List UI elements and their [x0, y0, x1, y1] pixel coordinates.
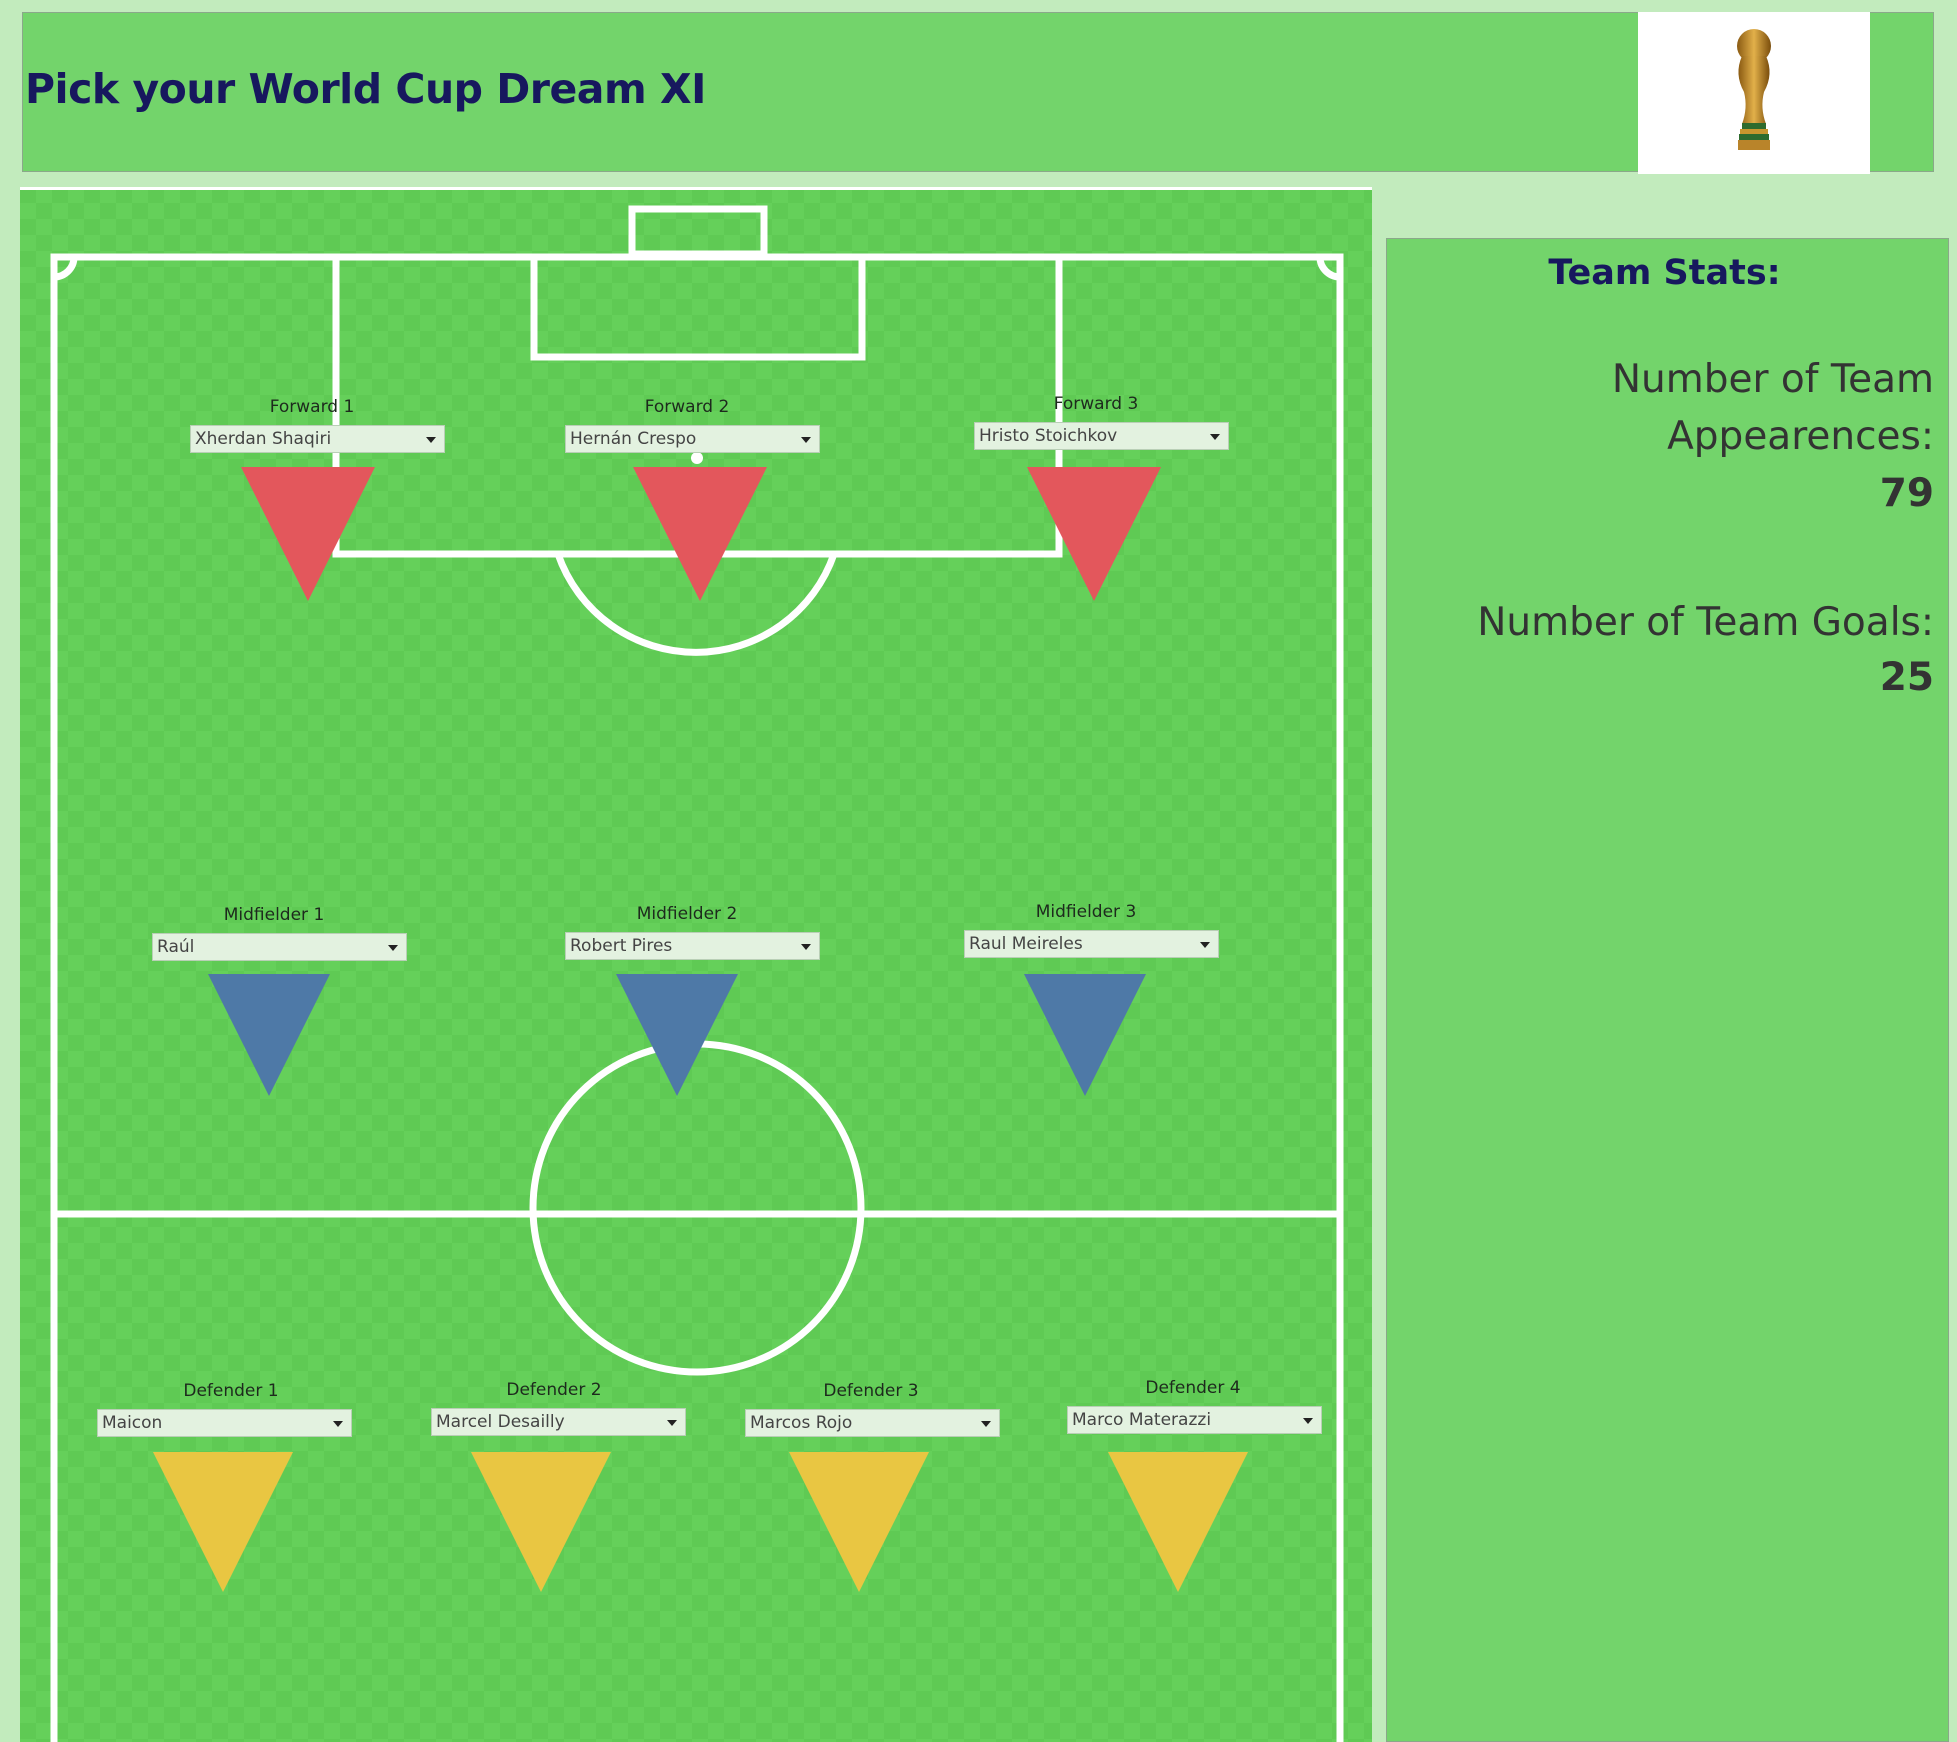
- midfielder-marker-4[interactable]: [208, 974, 330, 1096]
- logo-container: [1638, 12, 1870, 174]
- page-title: Pick your World Cup Dream XI: [25, 65, 706, 113]
- midfielder-3-select[interactable]: Raul Meireles: [964, 930, 1219, 958]
- chevron-down-icon: [1303, 1418, 1313, 1424]
- defender-1-label: Defender 1: [183, 1381, 279, 1401]
- team-stats-panel: Team Stats: Number of Team Appearences: …: [1386, 238, 1949, 1742]
- chevron-down-icon: [426, 437, 436, 443]
- defender-marker-8[interactable]: [471, 1452, 611, 1592]
- chevron-down-icon: [801, 944, 811, 950]
- forward-1-value: Xherdan Shaqiri: [195, 429, 332, 449]
- midfielder-marker-5[interactable]: [616, 974, 738, 1096]
- defender-4-select[interactable]: Marco Materazzi: [1067, 1406, 1322, 1434]
- team-stats-title: Team Stats:: [1548, 253, 1781, 293]
- defender-marker-7[interactable]: [153, 1452, 293, 1592]
- defender-2-label: Defender 2: [506, 1380, 602, 1400]
- defender-3-value: Marcos Rojo: [750, 1413, 853, 1433]
- chevron-down-icon: [981, 1421, 991, 1427]
- pitch-markings: [20, 187, 1372, 1742]
- chevron-down-icon: [667, 1420, 677, 1426]
- defender-4-label: Defender 4: [1145, 1378, 1241, 1398]
- chevron-down-icon: [388, 945, 398, 951]
- chevron-down-icon: [1210, 434, 1220, 440]
- defender-marker-10[interactable]: [1108, 1452, 1248, 1592]
- forward-marker-3[interactable]: [1027, 467, 1161, 601]
- midfielder-2-value: Robert Pires: [570, 936, 673, 956]
- midfielder-3-label: Midfielder 3: [1035, 902, 1137, 922]
- chevron-down-icon: [801, 437, 811, 443]
- appearances-label: Number of Team Appearences:: [1611, 357, 1934, 459]
- football-pitch: Forward 1 Xherdan Shaqiri Forward 2 Hern…: [20, 187, 1372, 1742]
- defender-2-select[interactable]: Marcel Desailly: [431, 1408, 686, 1436]
- forward-3-select[interactable]: Hristo Stoichkov: [974, 422, 1229, 450]
- defender-3-select[interactable]: Marcos Rojo: [745, 1409, 1000, 1437]
- midfielder-2-label: Midfielder 2: [636, 904, 738, 924]
- goals-value: 25: [1879, 655, 1934, 700]
- midfielder-1-label: Midfielder 1: [223, 905, 325, 925]
- forward-3-value: Hristo Stoichkov: [979, 426, 1118, 446]
- defender-marker-9[interactable]: [789, 1452, 929, 1592]
- midfielder-marker-6[interactable]: [1024, 974, 1146, 1096]
- forward-1-select[interactable]: Xherdan Shaqiri: [190, 425, 445, 453]
- forward-2-value: Hernán Crespo: [570, 429, 697, 449]
- forward-marker-1[interactable]: [241, 467, 375, 601]
- appearances-value: 79: [1879, 471, 1934, 516]
- forward-2-label: Forward 2: [644, 397, 730, 417]
- defender-3-label: Defender 3: [823, 1381, 919, 1401]
- defender-1-value: Maicon: [102, 1413, 163, 1433]
- defender-1-select[interactable]: Maicon: [97, 1409, 352, 1437]
- chevron-down-icon: [333, 1421, 343, 1427]
- midfielder-1-value: Raúl: [157, 937, 195, 957]
- forward-1-label: Forward 1: [269, 397, 355, 417]
- header-bar: Pick your World Cup Dream XI: [22, 12, 1934, 174]
- defender-2-value: Marcel Desailly: [436, 1412, 565, 1432]
- midfielder-1-select[interactable]: Raúl: [152, 933, 407, 961]
- forward-marker-2[interactable]: [633, 467, 767, 601]
- goals-label: Number of Team Goals:: [1477, 600, 1934, 645]
- midfielder-3-value: Raul Meireles: [969, 934, 1083, 954]
- world-cup-trophy-icon: [1737, 29, 1771, 150]
- midfielder-2-select[interactable]: Robert Pires: [565, 932, 820, 960]
- forward-2-select[interactable]: Hernán Crespo: [565, 425, 820, 453]
- defender-4-value: Marco Materazzi: [1072, 1410, 1212, 1430]
- forward-3-label: Forward 3: [1053, 394, 1139, 414]
- chevron-down-icon: [1200, 942, 1210, 948]
